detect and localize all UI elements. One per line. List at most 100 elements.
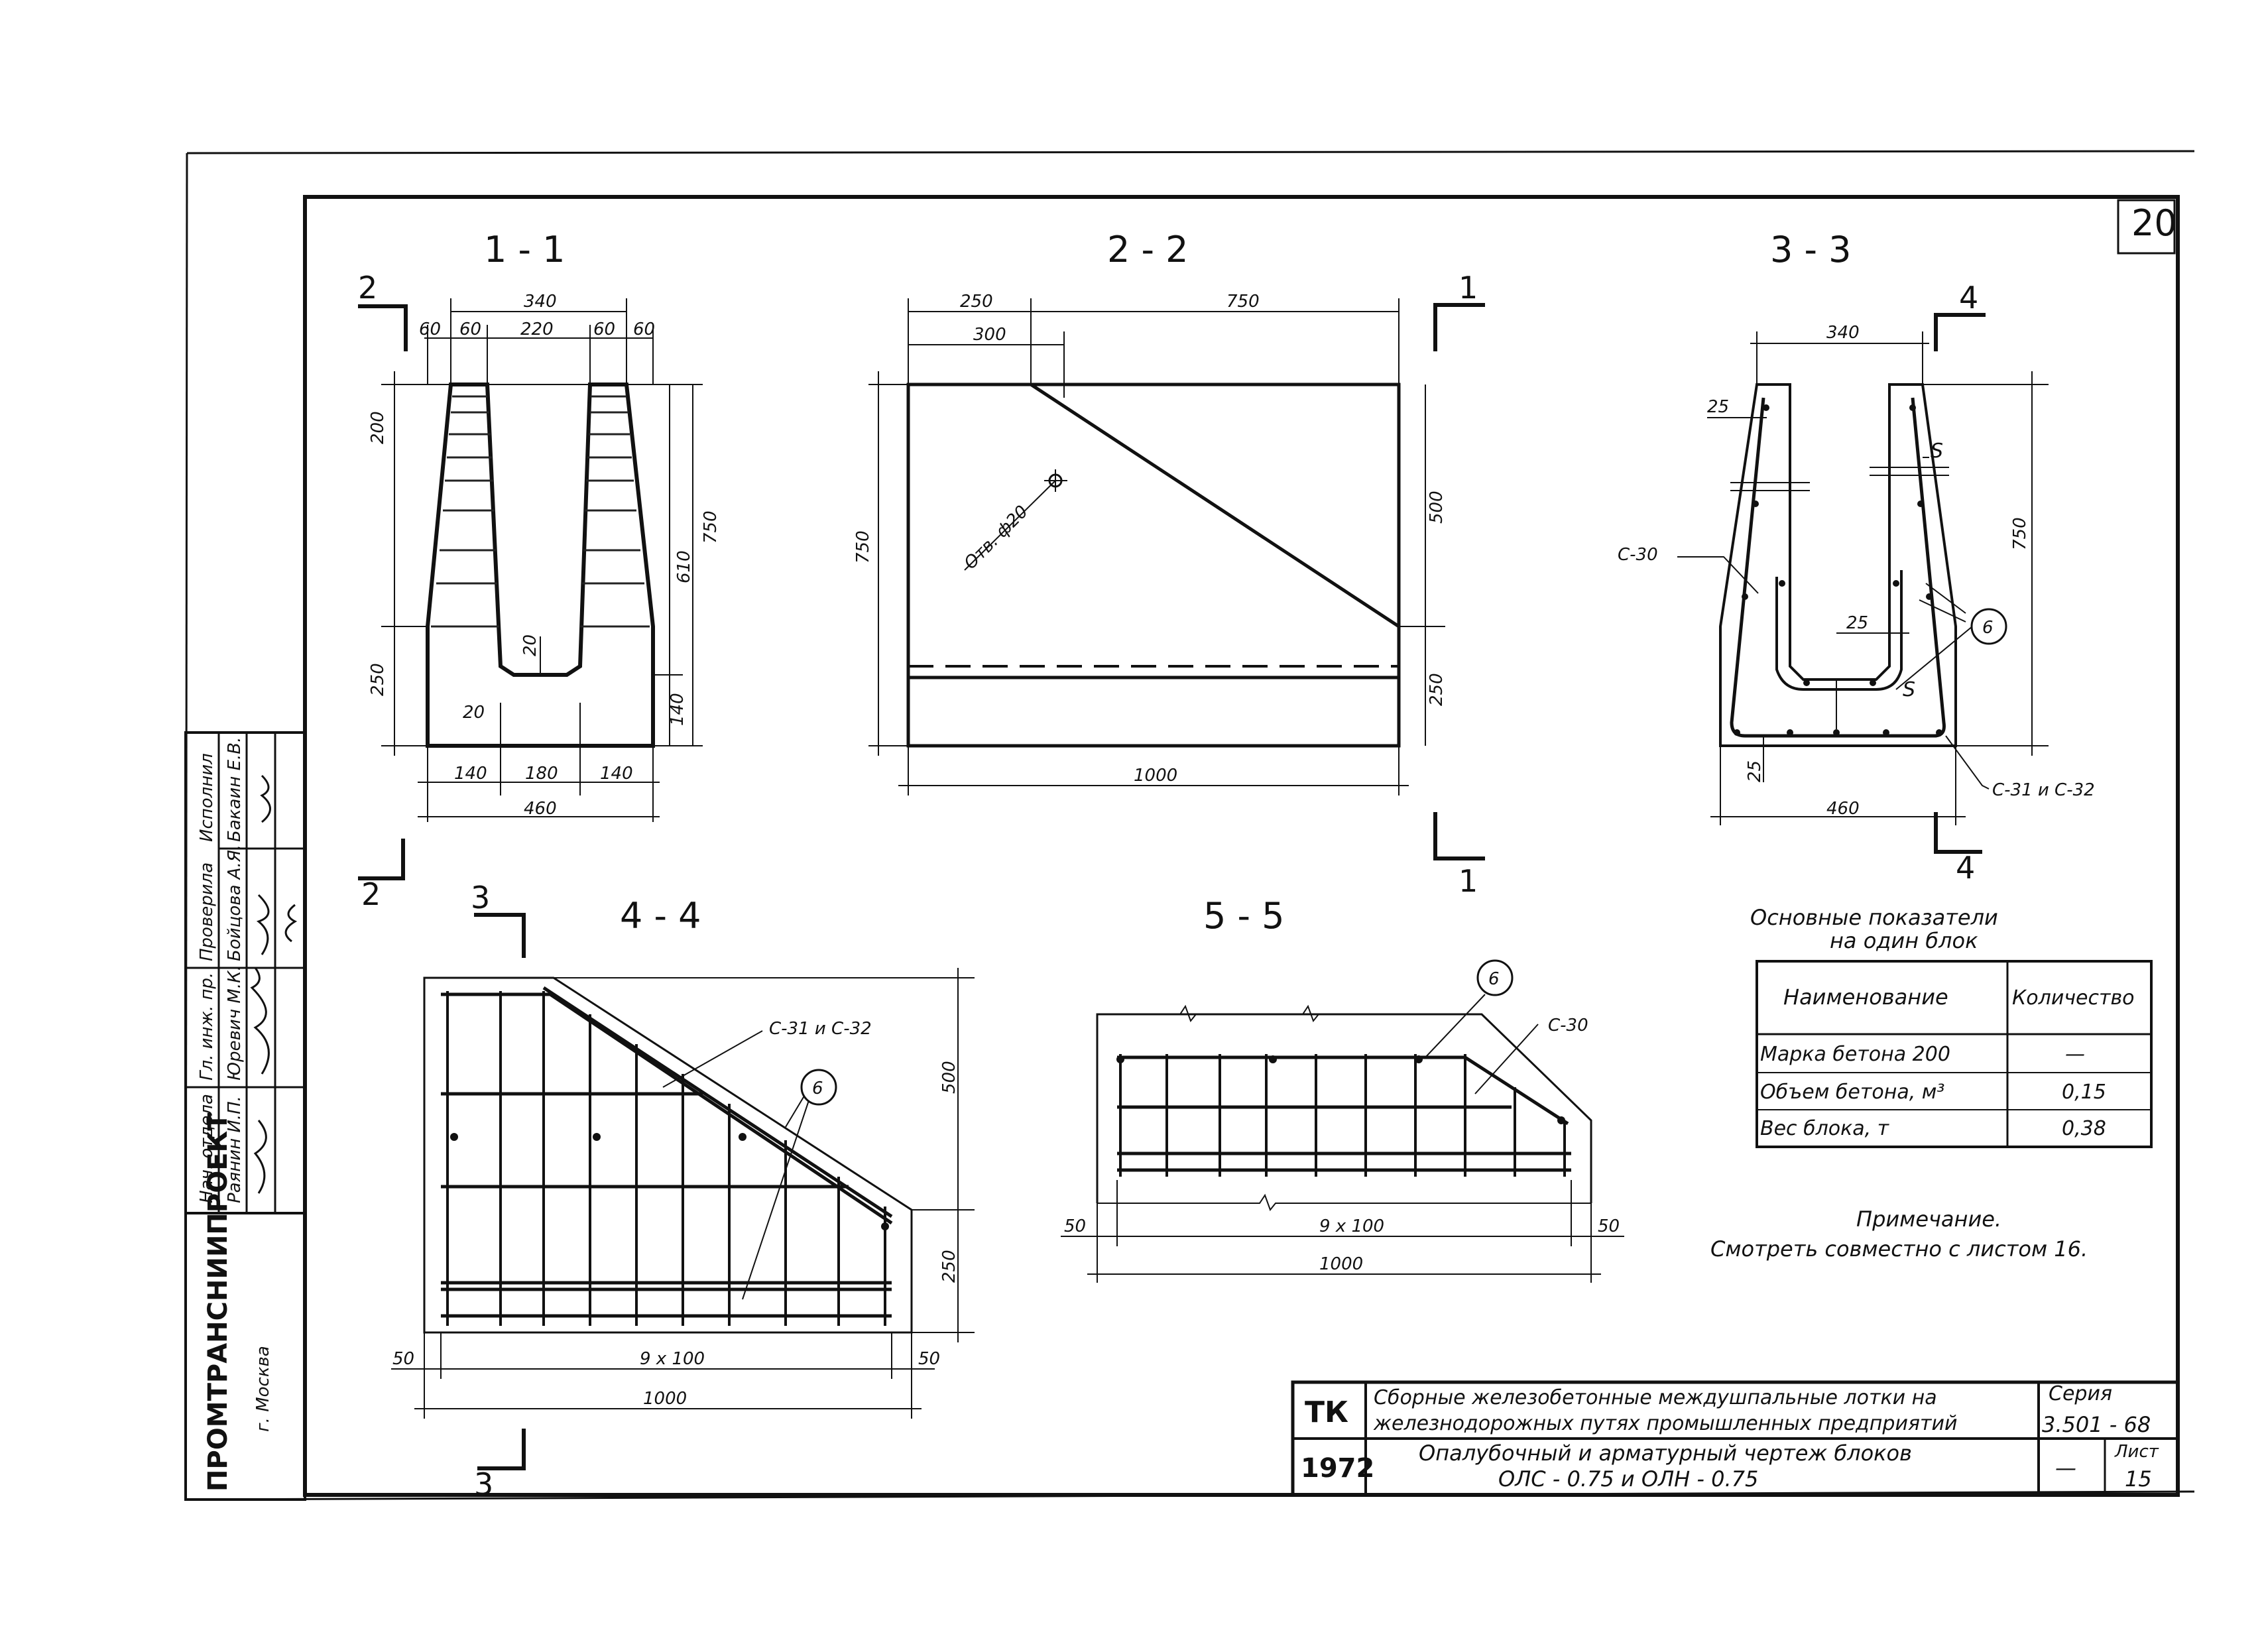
- dim-1000-5-5: 1000: [1319, 1254, 1363, 1274]
- indicators-row-value: —: [2065, 1043, 2085, 1066]
- sheet-label: Лист: [2114, 1442, 2159, 1462]
- dim-50-left-5-5: 50: [1064, 1216, 1086, 1236]
- section-5-5-verticals: [1120, 1054, 1565, 1177]
- cut-mark-3-top: [474, 915, 524, 958]
- dim-60-a: 60: [419, 320, 441, 339]
- dim-1000-4-4: 1000: [643, 1389, 687, 1409]
- dim-250-right: 250: [1427, 673, 1447, 706]
- dim-460: 460: [524, 799, 557, 819]
- sheet-dash: —: [2055, 1455, 2076, 1480]
- cut-mark-1-bottom: [1435, 812, 1485, 858]
- indicators-row-value: 0,15: [2062, 1081, 2106, 1104]
- mark-6-3-3: 6: [1982, 618, 1994, 638]
- section-mark-s-top: S: [1931, 440, 1943, 463]
- cut-mark-2-bottom: [358, 839, 403, 878]
- section-2-2-outline: [908, 384, 1399, 746]
- dim-50-right-5-5: 50: [1598, 1216, 1620, 1236]
- indicators-table: [1757, 961, 2151, 1147]
- section-3-3: 3 - 3 4 4: [1618, 229, 2095, 886]
- section-1-1-title: 1 - 1: [484, 229, 566, 270]
- dim-60-b: 60: [459, 320, 481, 339]
- mark-6-circle-5-5: [1478, 961, 1512, 995]
- mark-6-circle-3-3: [1972, 609, 2006, 644]
- dim-60-d: 60: [633, 320, 655, 339]
- dim-220: 220: [520, 320, 554, 339]
- label-c30-3-3: C-30: [1618, 545, 1658, 565]
- section-3-3-leaders: [1677, 457, 1989, 789]
- hole-label: Отв. ф20: [961, 502, 1032, 573]
- cut-label-2-top: 2: [358, 270, 377, 306]
- stamp-name: Бойцова А.Я.: [225, 845, 245, 961]
- stamp-role: Исполнил: [197, 753, 217, 842]
- section-4-4-rebar-grid: [441, 988, 892, 1316]
- section-5-5-outline: [1097, 1014, 1591, 1203]
- sheet-value: 15: [2125, 1466, 2152, 1492]
- section-2-2-dimension-lines: [868, 298, 1445, 796]
- section-1-1-dimension-lines: [381, 298, 703, 822]
- cut-label-3-bottom: 3: [474, 1466, 493, 1502]
- title-year: 1972: [1301, 1453, 1374, 1484]
- mark-6-5-5: 6: [1488, 969, 1500, 989]
- indicators-header-qty: Количество: [2012, 986, 2135, 1010]
- section-4-4-outline: [424, 978, 912, 1332]
- section-4-4: 4 - 4 3 3: [391, 880, 975, 1502]
- dim-610: 610: [674, 550, 694, 583]
- dim-50-right-4-4: 50: [918, 1349, 940, 1369]
- dim-750-left: 750: [853, 530, 873, 563]
- cut-mark-2-top: [358, 306, 406, 351]
- section-5-5-rebar-grid: [1117, 1057, 1571, 1170]
- section-4-4-leaders: [663, 1031, 809, 1299]
- dim-500-4-4: 500: [939, 1061, 959, 1094]
- indicators-row-name: Марка бетона 200: [1760, 1043, 1950, 1066]
- dim-1000: 1000: [1134, 766, 1177, 786]
- stamp-role: Гл. инж. пр.: [197, 973, 217, 1081]
- label-c30-5-5: C-30: [1548, 1016, 1588, 1035]
- section-3-3-inner-rebar: [1777, 570, 1901, 689]
- section-4-4-bar-dots: [450, 1133, 889, 1230]
- dim-140-left: 140: [454, 764, 487, 784]
- dim-250-top: 250: [960, 292, 993, 312]
- section-5-5-dimension-lines: [1061, 1180, 1624, 1283]
- dim-60-c: 60: [593, 320, 615, 339]
- stamp-org: ПРОМТРАНСНИИПРОЕКТ: [203, 1112, 233, 1492]
- indicators-block: Основные показатели на один блок Наимено…: [1750, 905, 2151, 1147]
- indicators-title-2: на один блок: [1830, 928, 1978, 953]
- mark-6-4-4: 6: [812, 1079, 823, 1098]
- dim-250-4-4: 250: [939, 1250, 959, 1283]
- section-3-3-title: 3 - 3: [1770, 229, 1852, 270]
- dim-50-left-4-4: 50: [392, 1349, 414, 1369]
- section-5-5-title: 5 - 5: [1203, 895, 1285, 937]
- section-1-1-hatching: [431, 396, 650, 626]
- dim-25-b: 25: [1846, 613, 1868, 633]
- dim-20-b: 20: [463, 703, 485, 723]
- title-project-1: Сборные железобетонные междушпальные лот…: [1374, 1386, 1937, 1409]
- stamp-signatures: [252, 776, 295, 1193]
- section-5-5: 5 - 5: [1061, 895, 1624, 1283]
- section-3-3-dimension-lines: [1707, 331, 2049, 825]
- title-project-2: железнодорожных путях промышленных предп…: [1373, 1412, 1957, 1435]
- dim-340: 340: [524, 292, 557, 312]
- title-tk: ТК: [1305, 1395, 1348, 1429]
- dim-340-3-3: 340: [1826, 323, 1860, 343]
- stamp-name: Бакаин Е.В.: [225, 737, 245, 842]
- cut-mark-1-top: [1435, 305, 1485, 351]
- indicators-header-name: Наименование: [1783, 984, 1948, 1010]
- series-value: 3.501 - 68: [2042, 1412, 2151, 1437]
- section-2-2-title: 2 - 2: [1107, 229, 1189, 270]
- dim-9x100-5-5: 9 x 100: [1319, 1216, 1384, 1236]
- note-title: Примечание.: [1856, 1207, 2001, 1232]
- left-stamp: [186, 733, 305, 1500]
- dim-500: 500: [1427, 491, 1447, 524]
- label-c31-4-4: C-31 и C-32: [769, 1019, 872, 1039]
- note-text: Смотреть совместно с листом 16.: [1710, 1236, 2088, 1262]
- dim-25-a: 25: [1707, 397, 1729, 417]
- section-4-4-title: 4 - 4: [620, 895, 701, 937]
- indicators-row-name: Вес блока, т: [1760, 1117, 1890, 1140]
- indicators-title-1: Основные показатели: [1750, 905, 1998, 930]
- stamp-role: Проверила: [197, 862, 217, 961]
- dim-300: 300: [973, 325, 1006, 345]
- section-3-3-rebar-cage: [1732, 398, 1944, 736]
- section-2-2: 2 - 2 1 1 Отв. ф20: [853, 229, 1485, 899]
- section-3-3-outline: [1720, 384, 1956, 746]
- dim-460-3-3: 460: [1826, 799, 1860, 819]
